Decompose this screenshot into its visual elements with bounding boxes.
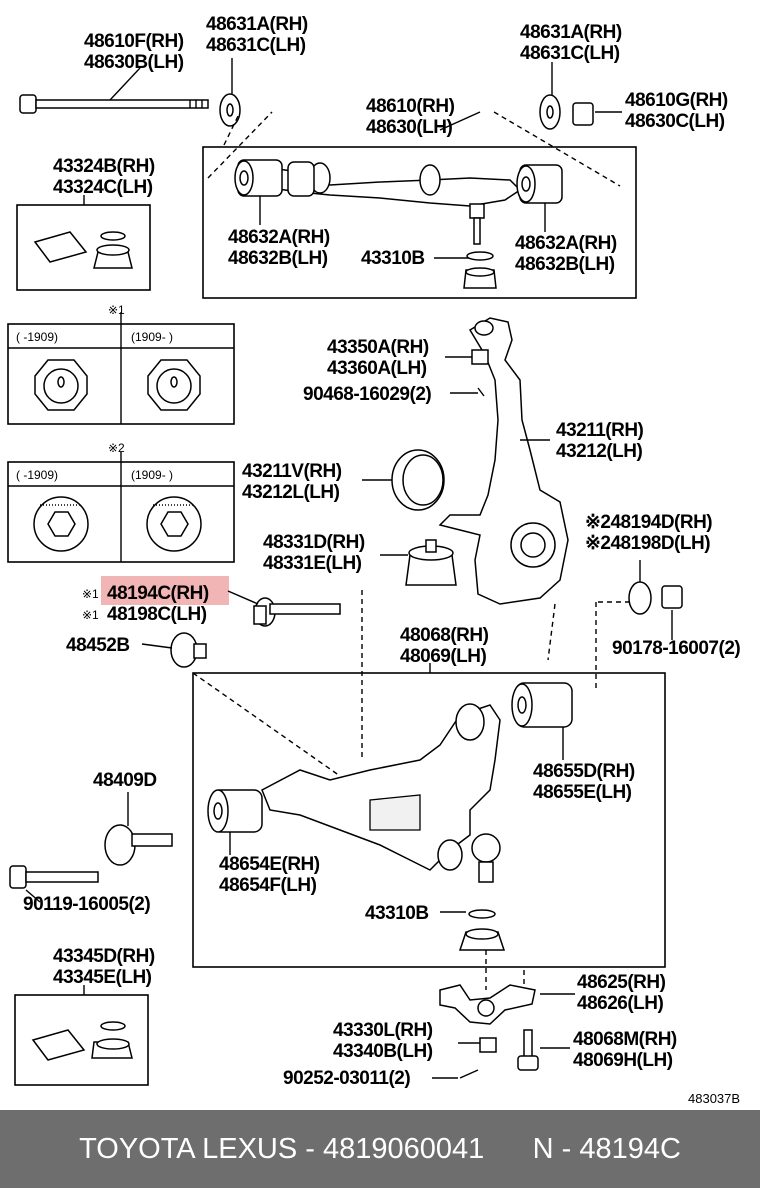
- label-48630: 48630(LH): [366, 117, 452, 138]
- label-48655e: 48655E(LH): [533, 782, 632, 803]
- range-1-after: (1909- ): [131, 330, 173, 344]
- bushing-48632a-right: [516, 164, 563, 204]
- ball-joint-lower: [471, 833, 501, 883]
- label-43324c: 43324C(LH): [53, 177, 153, 198]
- label-48068: 48068(RH): [400, 625, 489, 646]
- highlight-48194c: [101, 576, 229, 605]
- label-48610g: 48610G(RH): [625, 90, 728, 111]
- label-48631c-right: 48631C(LH): [520, 43, 620, 64]
- cam-plate-1909-after: [146, 496, 202, 552]
- bushing-48655d: [511, 682, 573, 728]
- lower-arm-box: [192, 672, 666, 968]
- range-2-after: (1909- ): [131, 468, 173, 482]
- label-43350a: 43350A(RH): [327, 337, 429, 358]
- label-43345e: 43345E(LH): [53, 967, 152, 988]
- boot-box-43324: [16, 204, 151, 291]
- dust-seal-43211v: [391, 449, 445, 511]
- label-90252: 90252-03011(2): [283, 1068, 410, 1089]
- range-1-before: ( -1909): [16, 330, 58, 344]
- cotter-pin-90252: [459, 1069, 479, 1079]
- label-43212: 43212(LH): [556, 441, 642, 462]
- note-mark-48194c: ※1: [82, 587, 99, 601]
- boot-43310b-lower: [458, 909, 506, 951]
- label-48632b-left: 48632B(LH): [228, 248, 328, 269]
- cam-48409d: [104, 824, 173, 866]
- label-43211: 43211(RH): [556, 420, 644, 441]
- label-48409d: 48409D: [93, 770, 157, 791]
- footer-bar: TOYOTA LEXUS - 4819060041 N - 48194C: [0, 1110, 760, 1188]
- label-48632a-left: 48632A(RH): [228, 227, 330, 248]
- ball-joint-48625: [439, 984, 536, 1025]
- note-mark-2: ※2: [108, 441, 125, 455]
- label-48331e: 48331E(LH): [263, 553, 362, 574]
- label-48632a-right: 48632A(RH): [515, 233, 617, 254]
- label-90178: 90178-16007(2): [612, 638, 740, 659]
- cam-nut-1909-after: [147, 359, 201, 411]
- bolt-90119: [9, 865, 99, 889]
- footer-text: TOYOTA LEXUS - 4819060041 N - 48194C: [79, 1132, 681, 1165]
- label-43324b: 43324B(RH): [53, 156, 155, 177]
- label-48610f: 48610F(RH): [84, 31, 184, 52]
- upper-arm-box: [202, 146, 637, 299]
- label-90119: 90119-16005(2): [23, 894, 150, 915]
- label-48194d: ※248194D(RH): [585, 512, 712, 533]
- label-48069: 48069(LH): [400, 646, 486, 667]
- range-2-before: ( -1909): [16, 468, 58, 482]
- label-48068m: 48068M(RH): [573, 1029, 677, 1050]
- label-48631a-left: 48631A(RH): [206, 14, 308, 35]
- label-48194c[interactable]: 48194C(RH): [107, 583, 209, 604]
- dust-seal-43324: [33, 231, 133, 269]
- dust-seal-43345: [31, 1021, 133, 1061]
- nut-48610g: [572, 102, 594, 126]
- label-43212l: 43212L(LH): [242, 482, 340, 503]
- label-48452b: 48452B: [66, 635, 130, 656]
- cam-plate-48194d: [628, 581, 652, 615]
- label-48630b: 48630B(LH): [84, 52, 184, 73]
- label-48630c: 48630C(LH): [625, 111, 725, 132]
- boot-43310b-upper: [463, 251, 497, 289]
- cam-washer-48452b: [170, 632, 207, 668]
- label-48610: 48610(RH): [366, 96, 455, 117]
- steering-knuckle-43211: [438, 317, 569, 605]
- label-48654f: 48654F(LH): [219, 875, 317, 896]
- note-mark-1: ※1: [108, 303, 125, 317]
- nut-43350a: [471, 349, 489, 365]
- bump-stopper-48331d: [405, 539, 457, 586]
- label-43340b: 43340B(LH): [333, 1041, 433, 1062]
- nut-90178: [661, 585, 683, 609]
- boot-box-43345: [14, 994, 149, 1086]
- label-48631a-right: 48631A(RH): [520, 22, 622, 43]
- label-48069h: 48069H(LH): [573, 1050, 673, 1071]
- label-48198d: ※248198D(LH): [585, 533, 710, 554]
- label-43310b-lower: 43310B: [365, 903, 429, 924]
- cam-nut-1909-before: [34, 359, 88, 411]
- cam-plate-1909-before: [33, 496, 89, 552]
- label-43345d: 43345D(RH): [53, 946, 155, 967]
- nut-43330l: [479, 1037, 497, 1053]
- parts-diagram: 48610F(RH) 48630B(LH) 48631A(RH) 48631C(…: [7, 14, 741, 1106]
- lower-arm-48068: [261, 703, 501, 871]
- label-48631c-left: 48631C(LH): [206, 35, 306, 56]
- bushing-48632a-left: [234, 159, 315, 197]
- label-48625: 48625(RH): [577, 972, 666, 993]
- label-43330l: 43330L(RH): [333, 1020, 433, 1041]
- label-43360a: 43360A(LH): [327, 358, 427, 379]
- label-48331d: 48331D(RH): [263, 532, 365, 553]
- label-48632b-right: 48632B(LH): [515, 254, 615, 275]
- cam-bolt-48194c: [253, 597, 341, 627]
- bolt-48610f: [19, 94, 209, 114]
- washer-48631a-right: [539, 94, 561, 130]
- label-43310b-upper: 43310B: [361, 248, 425, 269]
- label-90468: 90468-16029(2): [303, 384, 431, 405]
- label-48198c: 48198C(LH): [107, 604, 207, 625]
- washer-48631a-left: [219, 93, 241, 127]
- label-48655d: 48655D(RH): [533, 761, 635, 782]
- label-48654e: 48654E(RH): [219, 854, 320, 875]
- note-mark-48198c: ※1: [82, 608, 99, 622]
- bushing-48654e: [207, 789, 263, 833]
- bolt-48068m: [517, 1029, 539, 1071]
- label-48626: 48626(LH): [577, 993, 663, 1014]
- label-43211v: 43211V(RH): [242, 461, 342, 482]
- diagram-reference: 483037B: [688, 1091, 740, 1106]
